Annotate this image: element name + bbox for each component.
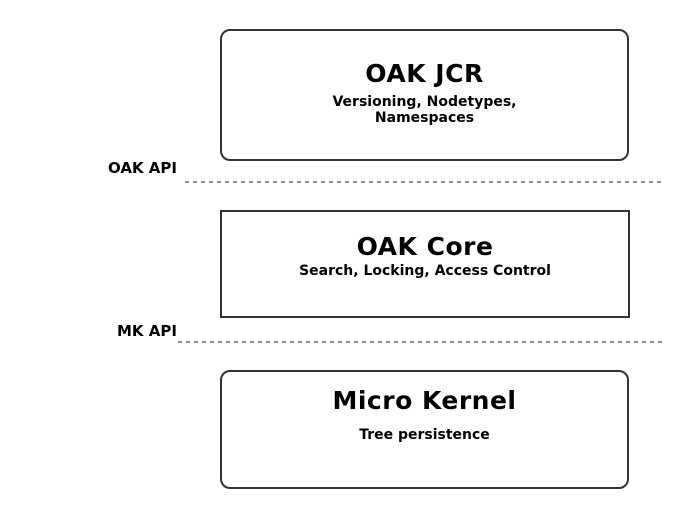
subtitle-line: Namespaces [374,110,475,126]
mk-api-label: MK API [117,322,177,340]
layer-box-micro-kernel: Micro Kernel Tree persistence [220,370,629,489]
subtitle-line: Tree persistence [359,427,490,443]
layer-title-oak-jcr: OAK JCR [365,59,484,88]
layer-box-oak-core: OAK Core Search, Locking, Access Control [220,210,630,318]
layer-box-oak-jcr: OAK JCR Versioning, Nodetypes, Namespace… [220,29,629,161]
oak-api-divider-line [185,181,662,183]
layer-subtitle-micro-kernel: Tree persistence [222,427,627,443]
mk-api-divider-line [178,341,662,343]
layer-subtitle-oak-jcr: Versioning, Nodetypes, Namespaces [222,94,627,126]
oak-api-label: OAK API [108,159,177,177]
subtitle-line: Versioning, Nodetypes, [332,94,517,110]
layer-subtitle-oak-core: Search, Locking, Access Control [222,263,628,279]
layer-title-oak-core: OAK Core [356,232,494,261]
subtitle-line: Search, Locking, Access Control [299,263,551,279]
layer-title-micro-kernel: Micro Kernel [332,386,517,415]
